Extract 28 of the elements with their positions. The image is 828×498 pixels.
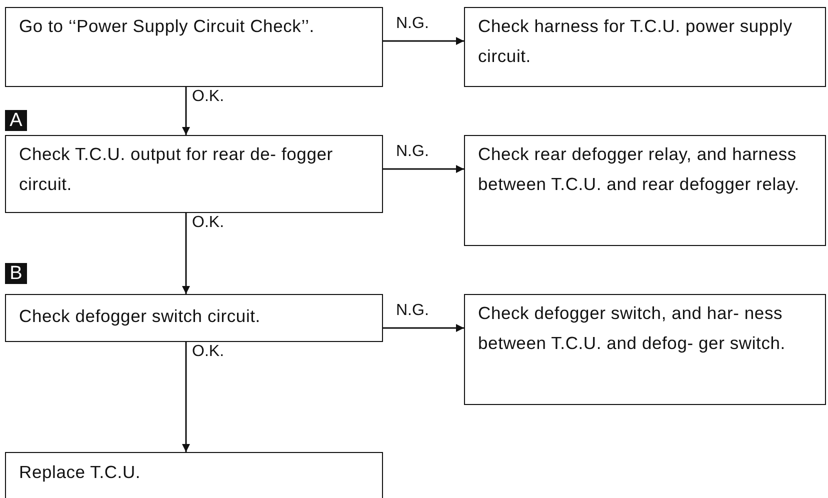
step-marker: B bbox=[5, 263, 27, 284]
process-box bbox=[5, 7, 383, 87]
box-text: Check rear defogger relay, and harness between T.C.U. and rear defogger relay. bbox=[478, 143, 800, 196]
step-marker: A bbox=[5, 110, 27, 131]
arrow bbox=[182, 213, 190, 294]
box-text: Check T.C.U. output for rear de- fogger circuit. bbox=[19, 143, 334, 196]
edge-label: N.G. bbox=[396, 302, 429, 320]
box-text: Go to ‘‘Power Supply Circuit Check’’. bbox=[19, 15, 316, 38]
box-text: Replace T.C.U. bbox=[19, 461, 142, 484]
edge-label: O.K. bbox=[192, 214, 224, 232]
process-box bbox=[464, 7, 826, 87]
process-box bbox=[464, 135, 826, 246]
arrow bbox=[383, 37, 464, 45]
arrow bbox=[383, 165, 464, 173]
box-text: Check defogger switch, and har- ness between T.C.U. and defog- ger switch. bbox=[478, 302, 786, 355]
process-box bbox=[5, 452, 383, 498]
box-text: Check defogger switch circuit. bbox=[19, 305, 262, 328]
arrow bbox=[182, 342, 190, 452]
process-box bbox=[5, 294, 383, 342]
arrow bbox=[383, 324, 464, 332]
edge-label: N.G. bbox=[396, 143, 429, 161]
arrow bbox=[182, 87, 190, 135]
process-box bbox=[5, 135, 383, 213]
process-box bbox=[464, 294, 826, 405]
edge-label: O.K. bbox=[192, 343, 224, 361]
edge-label: N.G. bbox=[396, 15, 429, 33]
edge-label: O.K. bbox=[192, 88, 224, 106]
box-text: Check harness for T.C.U. power supply circuit. bbox=[478, 15, 794, 68]
